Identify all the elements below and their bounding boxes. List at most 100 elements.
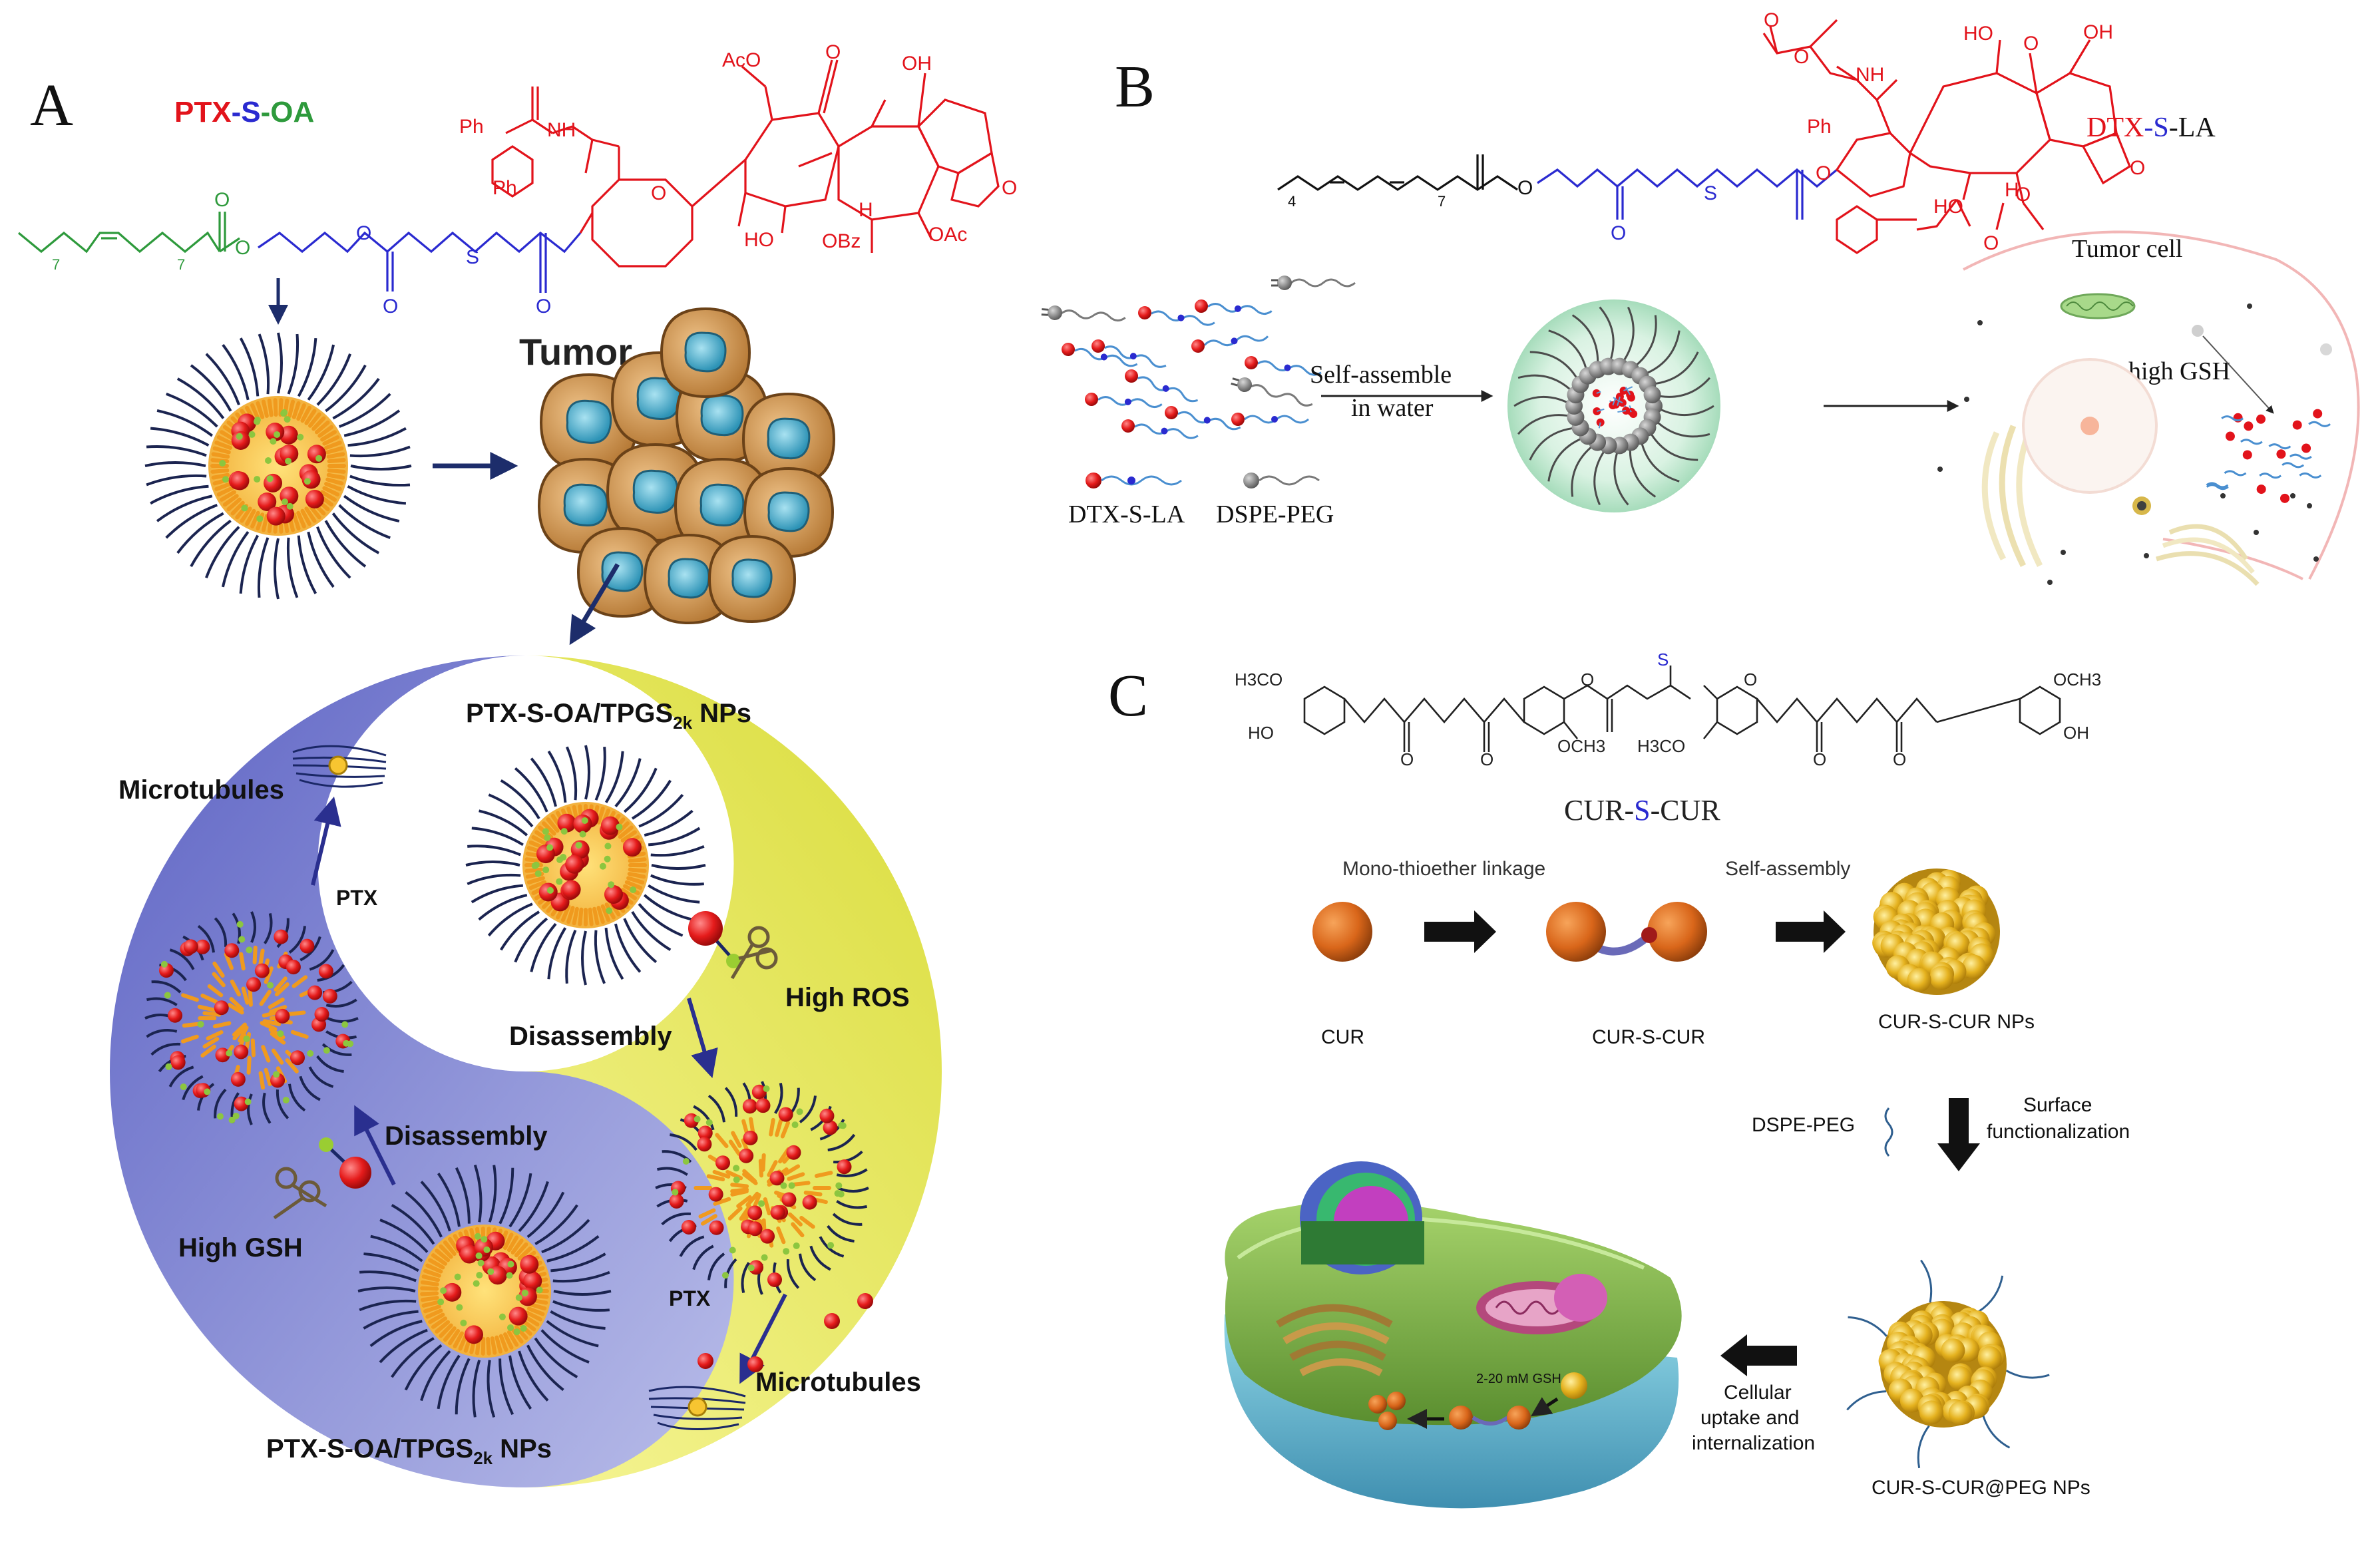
er-stacks xyxy=(2155,524,2260,586)
linker-dot xyxy=(265,457,272,465)
micelle-tail xyxy=(638,902,684,937)
dtx-atom-o3: O xyxy=(2023,33,2039,55)
micelle-bristle xyxy=(503,1233,514,1251)
cur-och3-right: OCH3 xyxy=(2053,670,2101,689)
ptx-s-oa-structure xyxy=(17,59,1000,293)
linker-dot xyxy=(506,1272,513,1279)
micelle-tail xyxy=(774,1082,783,1114)
scissors-icon-right xyxy=(730,926,778,980)
micelle-bristle xyxy=(700,1214,717,1226)
dtx-atom-s: S xyxy=(1704,182,1717,204)
micelle-bristle xyxy=(448,1237,461,1254)
dtx-linker xyxy=(1537,168,1838,188)
released-drug xyxy=(2301,443,2311,453)
cur-s-cur-label: CUR-S-CUR xyxy=(1592,1026,1705,1048)
micelle-tail xyxy=(316,353,352,406)
atom-o-carbonyl-1: O xyxy=(214,189,230,211)
micelle-bristle xyxy=(267,398,274,417)
subscript-7b: 7 xyxy=(177,256,185,273)
peg-tail xyxy=(1977,1275,2004,1313)
linker-dot xyxy=(273,1071,280,1078)
gsh-label-cell: 2-20 mM GSH xyxy=(1476,1372,1561,1386)
linker-dot xyxy=(236,433,243,440)
micelle-tail xyxy=(204,526,240,578)
linker-dot xyxy=(270,438,277,445)
drug-molecule-dot xyxy=(246,977,262,992)
micelle-tail xyxy=(182,1075,204,1101)
linker-dot xyxy=(286,502,294,510)
linker-dot xyxy=(487,1268,495,1275)
micelle-bristle xyxy=(443,1240,457,1256)
micelle-bottom-left xyxy=(357,1164,612,1418)
micelle-bristle xyxy=(712,1169,731,1179)
drug-molecule-dot xyxy=(562,880,581,899)
micelle-bristle xyxy=(327,458,346,464)
released-linker xyxy=(2206,482,2229,488)
cur-label: CUR xyxy=(1321,1026,1364,1048)
micelle-bristle xyxy=(443,1326,457,1342)
micelle-tail xyxy=(565,746,578,801)
cur-s-cur-np xyxy=(1872,868,2000,995)
free-ptx-dots-right xyxy=(697,1293,873,1372)
arrow-surface-functionalization xyxy=(1937,1098,1980,1171)
atom-o-link-1: O xyxy=(235,237,250,259)
cur-s: S xyxy=(1657,650,1669,670)
micelle-bristle xyxy=(252,945,258,964)
linker-dot xyxy=(315,455,323,462)
micelle-tail xyxy=(150,1042,180,1056)
drug-molecule-dot xyxy=(669,1193,684,1209)
arrow-gsh-release xyxy=(2202,335,2274,414)
cellular-label-3: internalization xyxy=(1692,1432,1815,1454)
micelle-bristle xyxy=(698,1208,716,1219)
drug-molecule-dot xyxy=(565,855,584,874)
atom-o-ester: O xyxy=(651,182,666,204)
linker-dot xyxy=(481,1236,488,1243)
micelle-tail xyxy=(349,445,411,458)
drug-molecule-dot xyxy=(697,1137,712,1152)
dtx-s-la-structure xyxy=(1277,19,2131,254)
drug-molecule-dot xyxy=(622,838,642,857)
micelle-bristle xyxy=(261,1045,271,1063)
micelle-bristle xyxy=(256,401,265,419)
mitochondrion-green xyxy=(2060,293,2136,319)
drug-molecule-dot xyxy=(523,1271,542,1290)
micelle-bristle xyxy=(264,966,274,984)
micelle-bristle xyxy=(767,1160,778,1177)
cur-oh-right: OH xyxy=(2063,723,2089,743)
micelle-bristle xyxy=(288,399,296,418)
micelle-tail xyxy=(156,494,213,522)
high-gsh-label: High GSH xyxy=(178,1233,303,1262)
micelle-bristle xyxy=(506,1235,519,1253)
micelle-tail xyxy=(488,793,534,828)
linker-dot xyxy=(256,515,264,522)
micelle-bristle xyxy=(212,1021,232,1029)
dtx-atom-o2: O xyxy=(1794,46,1809,68)
micelle-tail xyxy=(693,1105,715,1131)
micelle-bristle xyxy=(202,1037,220,1049)
tumor-nucleus xyxy=(731,558,773,598)
micelle-bristle xyxy=(620,888,638,900)
micelle-tail xyxy=(530,922,557,972)
micelle-bristle xyxy=(182,1022,201,1028)
micelle-tail xyxy=(405,1191,443,1238)
micelle-bristle xyxy=(425,1308,443,1319)
linker-dot xyxy=(721,1272,729,1279)
legend-dspe-peg: DSPE-PEG xyxy=(1216,473,1334,528)
micelle-tail xyxy=(325,364,367,413)
cur-sphere xyxy=(1312,902,1372,962)
linker-dot xyxy=(253,418,260,425)
micelle-tail xyxy=(584,745,590,800)
micelle-tail xyxy=(190,519,232,568)
linker-dot xyxy=(274,431,281,438)
micelle-bristle xyxy=(200,993,218,1004)
high-ros-label: High ROS xyxy=(785,983,910,1012)
micelle-bristle xyxy=(787,1212,803,1227)
released-drug xyxy=(2292,420,2302,430)
drug-molecule-dot xyxy=(299,938,315,954)
micelle-bristle xyxy=(296,403,306,421)
atom-h: H xyxy=(859,199,873,221)
drug-molecule-dot xyxy=(234,1096,249,1111)
micelle-tail xyxy=(656,1167,688,1176)
np-label-top: PTX-S-OA/TPGS2k NPs xyxy=(466,699,751,733)
ester-o-bond xyxy=(219,237,240,253)
